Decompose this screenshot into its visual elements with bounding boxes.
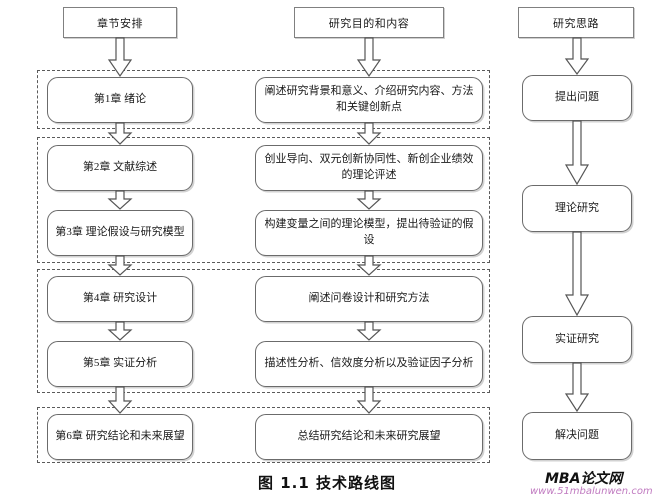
approach-node-1-label: 提出问题 xyxy=(555,91,599,104)
approach-node-2[interactable]: 理论研究 xyxy=(522,185,632,232)
content-node-4[interactable]: 阐述问卷设计和研究方法 xyxy=(255,276,483,322)
content-node-1-label: 阐述研究背景和意义、介绍研究内容、方法和关键创新点 xyxy=(264,85,474,113)
arrow-down-icon-chapter-3-to-4 xyxy=(107,255,133,276)
approach-node-1[interactable]: 提出问题 xyxy=(522,75,632,121)
arrow-down-icon-chapter-2-to-3 xyxy=(107,190,133,210)
content-node-4-label: 阐述问卷设计和研究方法 xyxy=(308,292,430,305)
arrow-down-icon-approach-2-to-3 xyxy=(564,231,590,317)
chapter-node-4[interactable]: 第4章 研究设计 xyxy=(47,276,193,322)
content-node-6[interactable]: 总结研究结论和未来研究展望 xyxy=(255,414,483,460)
stage-group-1-frame xyxy=(37,70,490,129)
chapter-node-2[interactable]: 第2章 文献综述 xyxy=(47,145,193,191)
chapter-node-1-label: 第1章 绪论 xyxy=(93,93,147,106)
arrow-down-icon-approach-1-to-2 xyxy=(564,120,590,186)
figure-caption: 图 1.1 技术路线图 xyxy=(258,474,397,492)
column-header-purpose-label: 研究目的和内容 xyxy=(328,17,410,30)
column-header-approach: 研究思路 xyxy=(518,7,634,38)
stage-group-2-frame xyxy=(37,137,490,263)
chapter-node-5-label: 第5章 实证分析 xyxy=(82,357,158,370)
arrow-down-icon-content-5-to-6 xyxy=(356,386,382,414)
approach-node-3-label: 实证研究 xyxy=(555,332,599,345)
arrow-down-icon-chapter-4-to-5 xyxy=(107,321,133,341)
approach-node-4-label: 解决问题 xyxy=(555,429,599,442)
arrow-down-icon-approach-header xyxy=(564,37,590,76)
chapter-node-4-label: 第4章 研究设计 xyxy=(82,292,158,305)
column-header-chapters: 章节安排 xyxy=(63,7,177,38)
content-node-6-label: 总结研究结论和未来研究展望 xyxy=(297,430,441,443)
content-node-5[interactable]: 描述性分析、信效度分析以及验证因子分析 xyxy=(255,341,483,387)
approach-node-4[interactable]: 解决问题 xyxy=(522,412,632,460)
content-node-3[interactable]: 构建变量之间的理论模型，提出待验证的假设 xyxy=(255,210,483,256)
chapter-node-3[interactable]: 第3章 理论假设与研究模型 xyxy=(47,210,193,256)
arrow-down-icon-content-2-to-3 xyxy=(356,190,382,210)
chapter-node-3-label: 第3章 理论假设与研究模型 xyxy=(55,226,185,239)
chapter-node-1[interactable]: 第1章 绪论 xyxy=(47,77,193,123)
chapter-node-2-label: 第2章 文献综述 xyxy=(82,161,158,174)
arrow-down-icon-content-3-to-4 xyxy=(356,255,382,276)
arrow-down-icon-content-4-to-5 xyxy=(356,321,382,341)
arrow-down-icon-chapter-1-to-2 xyxy=(107,122,133,145)
watermark-brand: MBA论文网 xyxy=(545,471,623,487)
column-header-chapters-label: 章节安排 xyxy=(97,17,143,30)
arrow-down-icon-content-1-to-2 xyxy=(356,122,382,145)
content-node-2-label: 创业导向、双元创新协同性、新创企业绩效的理论评述 xyxy=(264,153,474,181)
chapter-node-6[interactable]: 第6章 研究结论和未来展望 xyxy=(47,414,193,460)
column-header-purpose: 研究目的和内容 xyxy=(294,7,444,38)
stage-group-4-frame xyxy=(37,407,490,463)
arrow-down-icon-purpose-header xyxy=(356,37,382,78)
content-node-1[interactable]: 阐述研究背景和意义、介绍研究内容、方法和关键创新点 xyxy=(255,77,483,123)
content-node-5-label: 描述性分析、信效度分析以及验证因子分析 xyxy=(264,357,474,370)
content-node-3-label: 构建变量之间的理论模型，提出待验证的假设 xyxy=(264,218,474,246)
chapter-node-6-label: 第6章 研究结论和未来展望 xyxy=(55,430,185,443)
content-node-2[interactable]: 创业导向、双元创新协同性、新创企业绩效的理论评述 xyxy=(255,145,483,191)
watermark-url: www.51mbalunwen.com xyxy=(530,486,652,497)
column-header-approach-label: 研究思路 xyxy=(553,17,599,30)
approach-node-3[interactable]: 实证研究 xyxy=(522,316,632,363)
arrow-down-icon-chapters-header xyxy=(107,37,133,78)
stage-group-3-frame xyxy=(37,269,490,393)
arrow-down-icon-chapter-5-to-6 xyxy=(107,386,133,414)
arrow-down-icon-approach-3-to-4 xyxy=(564,362,590,413)
chapter-node-5[interactable]: 第5章 实证分析 xyxy=(47,341,193,387)
approach-node-2-label: 理论研究 xyxy=(555,201,599,214)
